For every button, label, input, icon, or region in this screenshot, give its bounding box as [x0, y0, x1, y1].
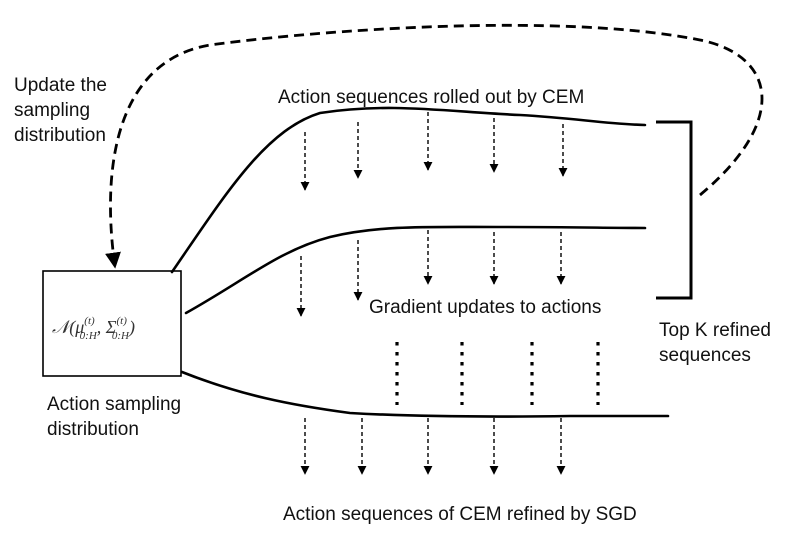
update-sampling-line-2: sampling — [14, 100, 90, 121]
distribution-formula: 𝒩(μ(t)0:H, Σ(t)0:H) — [52, 315, 135, 342]
sampling-distribution-line-2: distribution — [47, 419, 139, 440]
middle-trajectory-curve — [184, 225, 647, 315]
gradient-updates-label: Gradient updates to actions — [369, 297, 601, 318]
sampling-distribution-label: Action sampling distribution — [47, 394, 186, 440]
top-k-label: Top K refined sequences — [659, 320, 776, 366]
rolled-out-label: Action sequences rolled out by CEM — [278, 87, 584, 108]
ellipsis-columns — [395, 342, 600, 405]
feedback-loop-arrow — [105, 23, 764, 269]
top-k-line-2: sequences — [659, 345, 751, 366]
top-k-line-1: Top K refined — [659, 320, 771, 341]
sampling-distribution-box — [42, 270, 182, 377]
bottom-trajectory-curve — [180, 370, 670, 418]
update-sampling-line-1: Update the — [14, 75, 107, 96]
refined-by-sgd-label: Action sequences of CEM refined by SGD — [283, 504, 637, 525]
top-k-bracket — [656, 120, 693, 300]
sampling-distribution-line-1: Action sampling — [47, 394, 181, 415]
update-sampling-line-3: distribution — [14, 125, 106, 146]
update-sampling-label: Update the sampling distribution — [14, 75, 112, 146]
top-trajectory-curve — [170, 106, 647, 274]
bottom-gradient-arrows — [300, 418, 566, 475]
middle-gradient-arrows — [296, 230, 566, 317]
top-gradient-arrows — [300, 112, 568, 191]
